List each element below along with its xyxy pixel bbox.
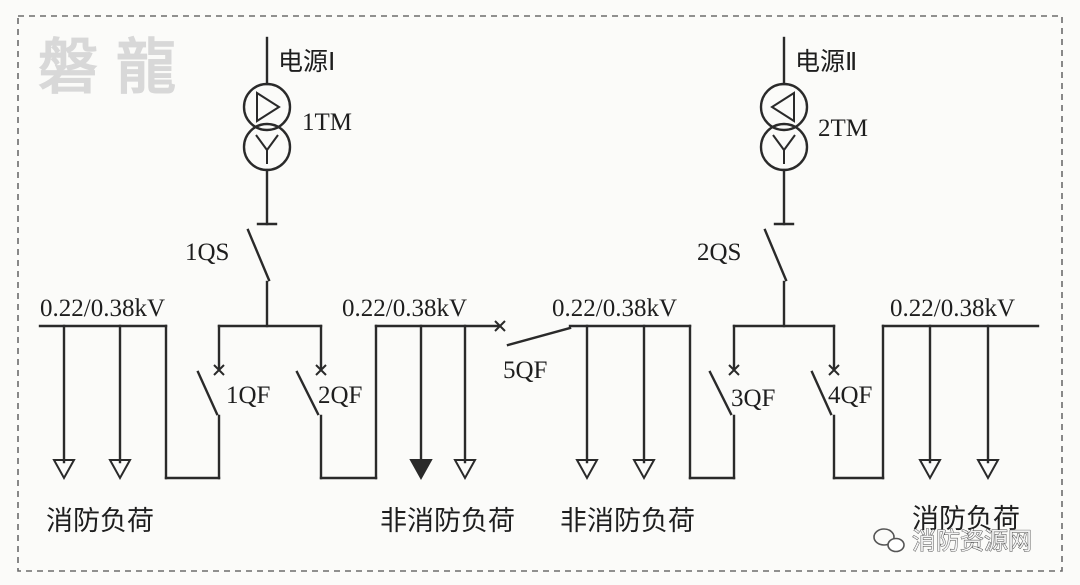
delta-symbol-icon xyxy=(256,91,281,123)
bus-3-load-label: 非消防负荷 xyxy=(560,506,695,537)
breaker-4qf-cross-icon xyxy=(828,364,840,376)
transformer-1-primary-winding xyxy=(242,82,292,132)
dashed-frame xyxy=(17,15,1063,572)
site-watermark: 消防资源网 xyxy=(912,527,1032,555)
transformer-1-label: 1TM xyxy=(302,109,352,136)
disconnector-1-blade xyxy=(246,228,271,282)
bus-2-load-label: 非消防负荷 xyxy=(380,506,515,537)
breaker-3qf-label: 3QF xyxy=(731,385,775,412)
breaker-5qf-blade xyxy=(506,326,572,347)
load-arrow-icon xyxy=(52,459,76,481)
bus-3-voltage-label: 0.22/0.38kV xyxy=(552,295,677,322)
logo-watermark: 磐龍 xyxy=(38,33,194,103)
wechat-icon xyxy=(873,528,905,553)
breaker-1qf-blade xyxy=(196,370,219,416)
transformer-2-label: 2TM xyxy=(818,115,868,142)
wye-symbol-icon xyxy=(772,134,796,164)
source-2-label: 电源Ⅱ xyxy=(795,47,857,76)
load-arrow-icon xyxy=(632,459,656,481)
wye-symbol-icon xyxy=(255,134,279,164)
source-1-label: 电源Ⅰ xyxy=(278,47,335,76)
breaker-5qf-cross-icon xyxy=(494,320,506,332)
breaker-3qf-blade xyxy=(708,370,733,416)
breaker-1qf-label: 1QF xyxy=(226,382,270,409)
bus-1-voltage-label: 0.22/0.38kV xyxy=(40,295,165,322)
breaker-2qf-blade xyxy=(295,370,320,416)
load-arrow-icon xyxy=(976,459,1000,481)
disconnector-2-blade xyxy=(763,228,788,282)
breaker-2qf-cross-icon xyxy=(315,364,327,376)
load-arrow-icon xyxy=(918,459,942,481)
load-arrow-filled-icon xyxy=(409,459,433,481)
breaker-3qf-cross-icon xyxy=(728,364,740,376)
disconnector-1-label: 1QS xyxy=(185,239,229,266)
bus-4-load-label: 消防负荷 xyxy=(912,504,1020,535)
load-arrow-icon xyxy=(453,459,477,481)
transformer-2-primary-winding xyxy=(759,82,809,132)
breaker-2qf-label: 2QF xyxy=(318,382,362,409)
load-arrow-icon xyxy=(108,459,132,481)
breaker-4qf-label: 4QF xyxy=(828,382,872,409)
disconnector-2-label: 2QS xyxy=(697,239,741,266)
delta-symbol-icon xyxy=(770,91,795,123)
bus-2-voltage-label: 0.22/0.38kV xyxy=(342,295,467,322)
bus-1-load-label: 消防负荷 xyxy=(46,506,154,537)
breaker-4qf-blade xyxy=(810,370,833,416)
breaker-1qf-cross-icon xyxy=(213,364,225,376)
bus-4-voltage-label: 0.22/0.38kV xyxy=(890,295,1015,322)
breaker-5qf-label: 5QF xyxy=(503,357,547,384)
load-arrow-icon xyxy=(575,459,599,481)
